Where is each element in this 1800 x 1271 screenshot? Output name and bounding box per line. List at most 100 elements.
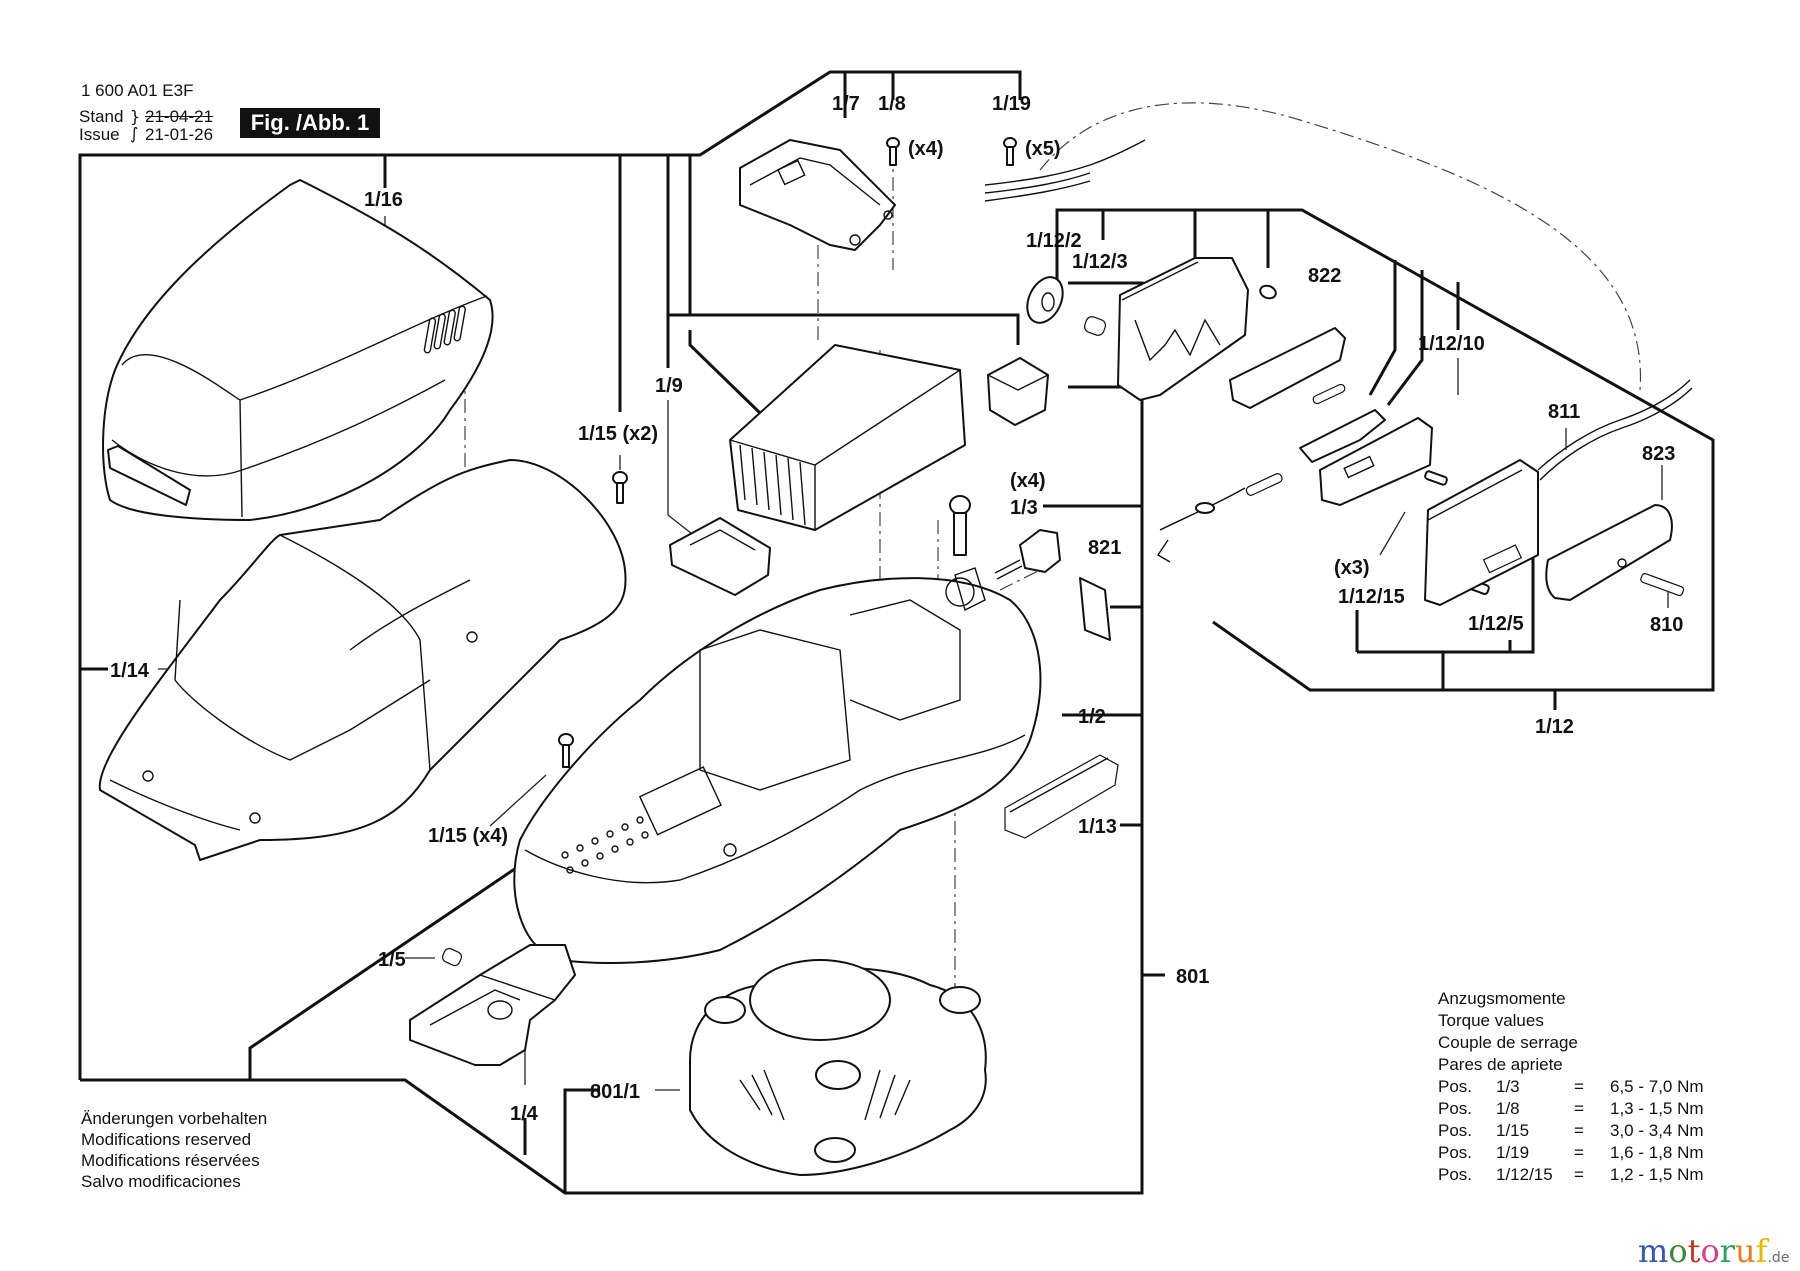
torque-value: 3,0 - 3,4 Nm (1610, 1121, 1704, 1140)
stand-date: 21-04-21 (145, 107, 214, 126)
part-1-12-3-spring (1083, 316, 1107, 336)
label-1-12-15: 1/12/15 (1338, 586, 1405, 608)
figure-label: Fig. /Abb. 1 (240, 108, 380, 138)
stand-label: Stand (79, 107, 124, 126)
screw-1-8-icon (886, 137, 900, 166)
issue-label: Issue (79, 125, 120, 144)
logo-letter: u (1735, 1232, 1756, 1270)
part-822-cover-strip (1229, 327, 1346, 409)
torque-pos-prefix: Pos. (1438, 1121, 1473, 1140)
torque-pos-prefix: Pos. (1438, 1099, 1473, 1118)
label-1-8: 1/8 (878, 93, 906, 115)
label-823: 823 (1642, 443, 1675, 465)
label-1-16: 1/16 (364, 189, 403, 211)
label-801-1: 801/1 (590, 1081, 640, 1103)
motor-fins (739, 1069, 911, 1121)
logo-tld: .de (1767, 1250, 1790, 1266)
torque-eq: = (1574, 1143, 1584, 1162)
part-1-14-housing (98, 459, 627, 861)
torque-row: Pos. 1/19 = 1,6 - 1,8 Nm (1438, 1142, 1704, 1164)
notice-de: Änderungen vorbehalten (81, 1109, 268, 1128)
label-1-5: 1/5 (378, 949, 406, 971)
motoruf-logo: motoruf.de (1638, 1232, 1789, 1270)
torque-row: Pos. 1/8 = 1,3 - 1,5 Nm (1438, 1098, 1704, 1120)
torque-pos: 1/19 (1496, 1143, 1530, 1162)
label-1-12-15-qty: (x3) (1334, 557, 1370, 579)
torque-title-fr: Couple de serrage (1438, 1033, 1578, 1052)
spring-small (1312, 383, 1346, 405)
part-1-16-cover (102, 179, 494, 521)
torque-eq: = (1574, 1077, 1584, 1096)
notice-en: Modifications reserved (81, 1130, 252, 1149)
label-1-3-qty: (x4) (1010, 470, 1046, 492)
logo-letter: o (1668, 1232, 1688, 1270)
part-1-2-chassis (513, 567, 1042, 964)
notice-es: Salvo modificaciones (81, 1172, 241, 1191)
screw-1-3-icon (949, 495, 971, 556)
wire-bundle (984, 139, 1146, 202)
label-1-8-qty: (x4) (908, 138, 944, 160)
document-number: 1 600 A01 E3F (81, 81, 194, 100)
chassis-studs (561, 816, 649, 874)
part-1-4-foot (409, 944, 576, 1066)
vent-slots (423, 305, 466, 354)
torque-value: 1,6 - 1,8 Nm (1610, 1143, 1704, 1162)
part-801-1-motor-base (689, 959, 987, 1176)
screw-1-15-lower-icon (558, 733, 574, 768)
logo-letter: r (1719, 1232, 1736, 1270)
issue-date: 21-01-26 (145, 125, 214, 144)
label-1-13: 1/13 (1078, 816, 1117, 838)
label-801: 801 (1176, 966, 1209, 988)
brace-icon: }∫ (130, 107, 141, 143)
torque-pos-prefix: Pos. (1438, 1143, 1473, 1162)
part-1-12-10-slider (1299, 409, 1433, 506)
torque-pos-prefix: Pos. (1438, 1077, 1473, 1096)
part-1-12-2-cap (1026, 276, 1064, 324)
torque-eq: = (1574, 1121, 1584, 1140)
part-1-5-spring (441, 947, 463, 967)
torque-value: 1,2 - 1,5 Nm (1610, 1165, 1704, 1184)
part-810-screw (1640, 573, 1685, 597)
notice-fr: Modifications réservées (81, 1151, 260, 1170)
screw-1-19-icon (1003, 137, 1017, 166)
torque-pos: 1/12/15 (1496, 1165, 1553, 1184)
torque-title-es: Pares de apriete (1438, 1055, 1563, 1074)
label-1-4: 1/4 (510, 1103, 539, 1125)
handle-housing (1117, 257, 1249, 401)
torque-pos: 1/3 (1496, 1077, 1520, 1096)
torque-value: 1,3 - 1,5 Nm (1610, 1099, 1704, 1118)
label-811: 811 (1548, 401, 1580, 423)
torque-pos: 1/8 (1496, 1099, 1520, 1118)
torque-pos: 1/15 (1496, 1121, 1530, 1140)
modifications-notice: Änderungen vorbehalten Modifications res… (81, 1108, 267, 1192)
logo-letter: m (1638, 1232, 1669, 1270)
label-plate (1079, 577, 1111, 641)
label-1-12-10: 1/12/10 (1418, 333, 1485, 355)
spring-contact (1157, 473, 1283, 563)
logo-letter: o (1700, 1232, 1720, 1270)
logo-letter: t (1687, 1232, 1701, 1270)
logo-letter: f (1755, 1232, 1768, 1270)
part-811-control-module (1424, 379, 1693, 606)
switch-part (987, 357, 1049, 426)
label-810: 810 (1650, 614, 1683, 636)
torque-pos-prefix: Pos. (1438, 1165, 1473, 1184)
torque-eq: = (1574, 1165, 1584, 1184)
label-1-12-3: 1/12/3 (1072, 251, 1128, 273)
o-ring (1259, 284, 1277, 300)
torque-row: Pos. 1/15 = 3,0 - 3,4 Nm (1438, 1120, 1704, 1142)
part-1-9-heatsink (729, 344, 966, 531)
label-1-12-2: 1/12/2 (1026, 230, 1082, 252)
torque-values-table: Anzugsmomente Torque values Couple de se… (1438, 988, 1704, 1186)
label-1-2: 1/2 (1078, 706, 1106, 728)
label-1-15-x2: 1/15 (x2) (578, 423, 658, 445)
label-1-19-qty: (x5) (1025, 138, 1061, 160)
knob-821 (994, 529, 1061, 580)
part-1-7-bracket (739, 139, 896, 251)
screw-1-15-icon (612, 471, 628, 504)
label-1-9: 1/9 (655, 375, 683, 397)
label-822: 822 (1308, 265, 1341, 287)
torque-value: 6,5 - 7,0 Nm (1610, 1077, 1704, 1096)
torque-title-de: Anzugsmomente (1438, 989, 1566, 1008)
